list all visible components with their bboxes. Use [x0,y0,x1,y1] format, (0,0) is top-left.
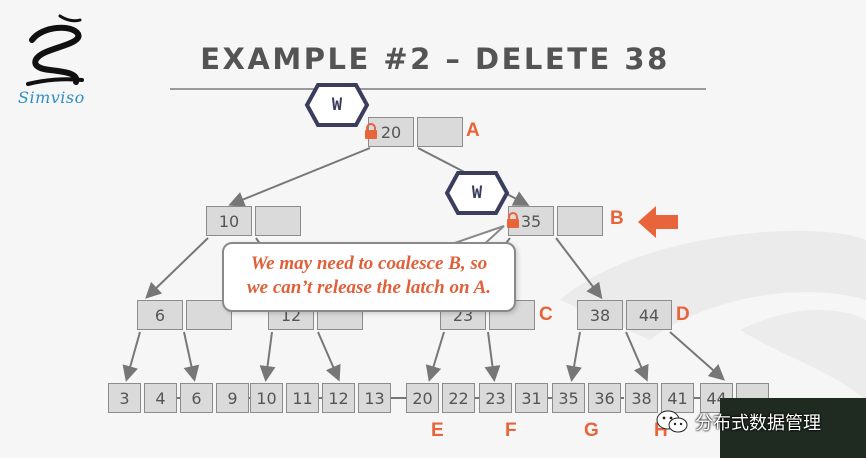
node-key: 44 [626,300,672,330]
lock-icon [365,123,377,139]
leaf-node: 10 11 [250,383,319,413]
leaf-key: 11 [286,383,319,413]
video-overlay [720,398,866,458]
logo-text: Simviso [18,88,85,107]
node-label-c: C [539,304,553,325]
node-label-d: D [676,304,690,325]
watermark: 分布式数据管理 [655,408,821,436]
watermark-text: 分布式数据管理 [695,413,821,434]
leaf-node-e: 20 22 [406,383,475,413]
leaf-key: 22 [442,383,475,413]
leaf-key: 12 [322,383,355,413]
node-key: 38 [577,300,623,330]
callout-text: We may need to coalesce B, so we can’t r… [232,252,506,300]
leaf-key: 13 [358,383,391,413]
node-key [186,300,232,330]
leaf-key: 31 [515,383,548,413]
leaf-key: 9 [216,383,249,413]
wechat-icon [656,410,688,433]
node-label-b: B [610,208,624,229]
title-divider [170,88,706,90]
leaf-key: 38 [625,383,658,413]
node-label-a: A [466,120,480,141]
leaf-label-f: F [505,420,517,441]
node-key: 6 [137,300,183,330]
leaf-node: 12 13 [322,383,391,413]
node-key [557,206,603,236]
write-latch-a-icon [304,83,370,127]
callout-line-1: We may need to coalesce B, so [250,253,488,274]
leaf-key: 6 [180,383,213,413]
tree-node-a: 20 [368,117,463,147]
leaf-key: 20 [406,383,439,413]
node-key: 10 [206,206,252,236]
leaf-node-f: 23 31 [479,383,548,413]
latch-mode: W [331,95,343,115]
leaf-key: 23 [479,383,512,413]
pointer-arrow-icon [638,206,678,238]
leaf-node: 3 4 [108,383,177,413]
tree-node-d: 38 44 [577,300,672,330]
leaf-key: 41 [661,383,694,413]
leaf-key: 10 [250,383,283,413]
leaf-key: 36 [588,383,621,413]
write-latch-b-icon [444,171,510,215]
tree-node-b: 35 [508,206,603,236]
callout-line-2: we can’t release the latch on A. [247,277,491,298]
tree-node: 6 [137,300,232,330]
latch-mode: W [471,183,483,203]
leaf-key: 4 [144,383,177,413]
slide-title: EXAMPLE #2 – DELETE 38 [200,42,670,76]
tree-node-c: 23 [440,300,535,330]
leaf-label-g: G [584,420,599,441]
tree-node: 10 [206,206,301,236]
callout-bubble: We may need to coalesce B, so we can’t r… [222,242,516,312]
lock-icon [507,212,519,228]
leaf-key: 3 [108,383,141,413]
leaf-node: 6 9 [180,383,249,413]
simviso-logo-icon [26,14,84,86]
leaf-key: 35 [552,383,585,413]
node-key [417,117,463,147]
node-key [255,206,301,236]
leaf-node-h: 38 41 [625,383,694,413]
leaf-node-g: 35 36 [552,383,621,413]
leaf-label-e: E [431,420,444,441]
